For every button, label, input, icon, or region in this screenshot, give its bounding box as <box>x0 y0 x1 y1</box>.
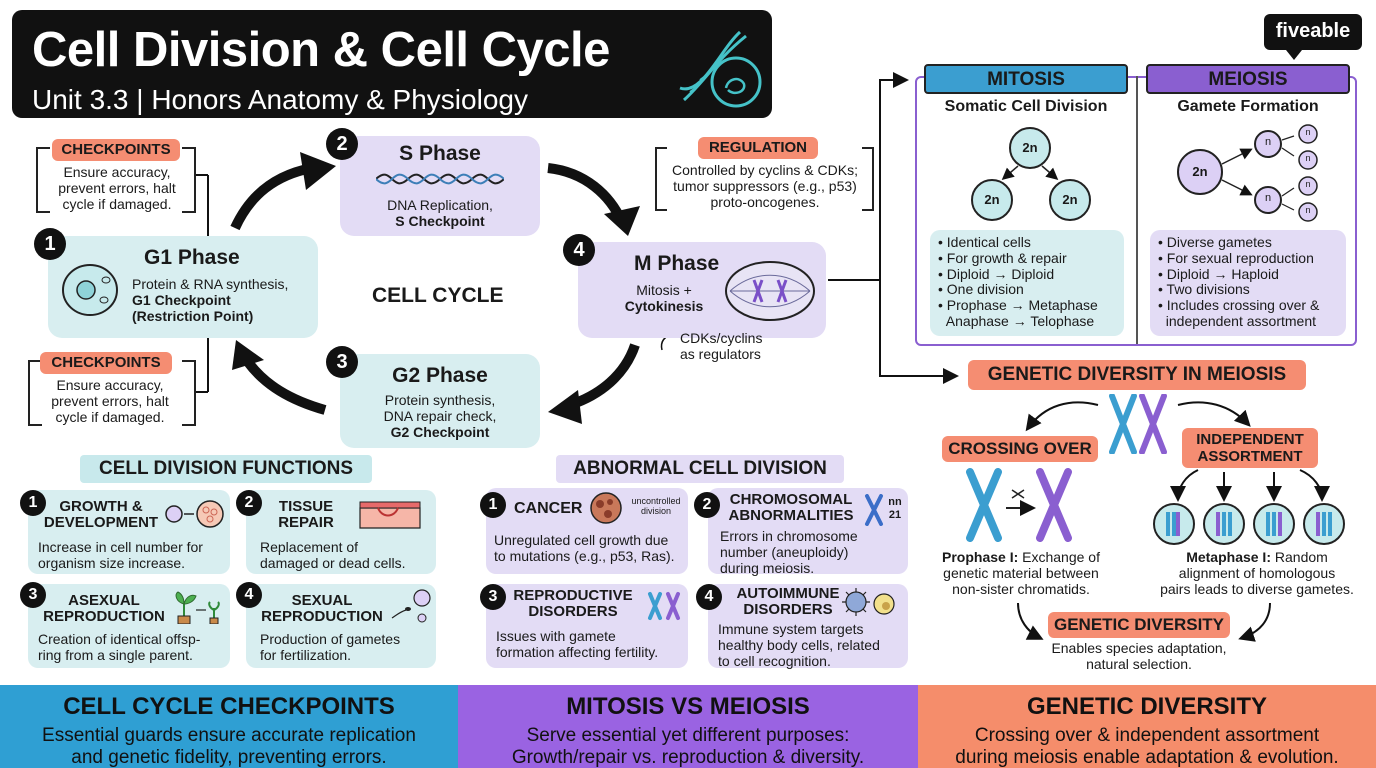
g1-title: G1 Phase <box>144 246 240 269</box>
title-banner: Cell Division & Cell Cycle Unit 3.3 | Ho… <box>12 10 772 118</box>
broken-chromosome-icon <box>648 592 680 620</box>
meiosis-tag: MEIOSIS <box>1146 64 1350 94</box>
checkpoints-text-bottom: Ensure accuracy, prevent errors, halt cy… <box>51 377 169 425</box>
function-number-2: 2 <box>236 490 262 516</box>
plant-icon <box>175 591 220 624</box>
genetic-diversity-text: Enables species adaptation, natural sele… <box>1051 640 1227 672</box>
diversity-tag: GENETIC DIVERSITY IN MEIOSIS <box>968 360 1306 390</box>
function-card-sexual: SEXUAL REPRODUCTION Production of gamete… <box>246 584 436 668</box>
cancer-cells-icon <box>590 492 622 524</box>
abnormal-heading: ABNORMAL CELL DIVISION <box>556 455 844 483</box>
m-number: 4 <box>563 234 595 266</box>
s-title: S Phase <box>399 142 481 165</box>
brand-logo: fiveable <box>1264 14 1362 60</box>
g2-phase-box: G2 Phase Protein synthesis, DNA repair c… <box>340 354 540 448</box>
g2-number: 3 <box>326 346 358 378</box>
sperm-egg-icon <box>391 589 431 623</box>
function-card-asexual: ASEXUAL REPRODUCTION Creation of identic… <box>28 584 230 668</box>
function-number-1: 1 <box>20 490 46 516</box>
chromosome-icon <box>865 494 883 526</box>
m-phase-box: M Phase Mitosis + Cytokinesis <box>578 242 826 338</box>
abnormal-number-3: 3 <box>480 584 506 610</box>
mitosis-list: • Identical cells • For growth & repair … <box>930 230 1124 336</box>
abnormal-card-autoimmune: AUTOIMMUNE DISORDERS Immune system targe… <box>708 584 908 669</box>
arrow-g1-to-s <box>230 163 314 231</box>
g1-number: 1 <box>34 228 66 260</box>
abnormal-number-4: 4 <box>696 584 722 610</box>
footer-checkpoints: CELL CYCLE CHECKPOINTS Essential guards … <box>0 685 458 768</box>
footer-mitosis-meiosis: MITOSIS VS MEIOSIS Serve essential yet d… <box>458 685 918 768</box>
dna-helix-icon <box>376 173 504 185</box>
abnormal-number-1: 1 <box>480 492 506 518</box>
mitosis-cells-diagram <box>971 127 1091 221</box>
function-card-growth: GROWTH & DEVELOPMENT Increase in cell nu… <box>28 490 230 574</box>
mitosis-tag: MITOSIS <box>924 64 1128 94</box>
meiosis-gamete-label-3: n <box>1305 127 1311 137</box>
meiosis-cells-diagram <box>1177 124 1318 222</box>
s-number: 2 <box>326 128 358 160</box>
mitosis-parent-label: 2n <box>1022 140 1038 155</box>
meiosis-gamete-label-1: n <box>1264 136 1272 148</box>
cell-growth-icon <box>165 500 224 528</box>
genetic-diversity-tag: GENETIC DIVERSITY <box>1048 612 1230 638</box>
meiosis-gamete-label-6: n <box>1305 205 1311 215</box>
meiosis-gamete-label-2: n <box>1264 192 1272 204</box>
dna-cell-icon <box>679 30 762 108</box>
m-title: M Phase <box>634 252 720 275</box>
checkpoints-tag-top: CHECKPOINTS <box>52 139 180 161</box>
m-regulator-note: CDKs/cyclins as regulators <box>680 330 763 362</box>
functions-heading: CELL DIVISION FUNCTIONS <box>80 455 372 483</box>
cell-cycle-label: CELL CYCLE <box>372 284 504 307</box>
regulation-tag: REGULATION <box>698 137 818 159</box>
crossing-over-icon <box>966 468 1072 542</box>
mitosis-subtitle: Somatic Cell Division <box>944 98 1108 115</box>
crossing-over-tag: CROSSING OVER <box>942 436 1098 462</box>
checkpoints-tag-bottom: CHECKPOINTS <box>40 352 172 374</box>
mitosis-child-label-1: 2n <box>984 192 1000 207</box>
meiosis-gamete-label-5: n <box>1305 179 1311 189</box>
g1-phase-box: G1 Phase Protein & RNA synthesis, G1 Che… <box>48 236 318 338</box>
arrow-m-to-g2 <box>568 343 640 410</box>
independent-assortment-text: Metaphase I: Random alignment of homolog… <box>1160 549 1354 597</box>
arrow-g2-to-g1 <box>243 358 327 415</box>
g2-title: G2 Phase <box>392 364 488 387</box>
immune-cell-icon <box>842 588 895 616</box>
page-subtitle: Unit 3.3 | Honors Anatomy & Physiology <box>32 84 528 115</box>
abnormal-card-reproductive: REPRODUCTIVE DISORDERS Issues with gamet… <box>486 584 688 668</box>
s-phase-box: S Phase DNA Replication, S Checkpoint <box>340 136 540 236</box>
page-title: Cell Division & Cell Cycle <box>32 23 610 77</box>
abnormal-number-2: 2 <box>694 492 720 518</box>
tissue-repair-icon <box>359 501 421 529</box>
abnormal-card-cancer: CANCER uncontrolled division Unregulated… <box>486 488 688 574</box>
meiosis-gamete-label-4: n <box>1305 153 1311 163</box>
function-number-3: 3 <box>20 582 46 608</box>
mitosis-child-label-2: 2n <box>1062 192 1078 207</box>
meiosis-list: • Diverse gametes • For sexual reproduct… <box>1150 230 1346 336</box>
footer-genetic-diversity: GENETIC DIVERSITY Crossing over & indepe… <box>918 685 1376 768</box>
abnormal-card-chromosomal: CHROMOSOMAL ABNORMALITIES nn 21 Errors i… <box>708 488 908 576</box>
regulation-text: Controlled by cyclins & CDKs; tumor supp… <box>672 162 858 210</box>
independent-assortment-tag: INDEPENDENT ASSORTMENT <box>1182 428 1318 468</box>
checkpoints-text-top: Ensure accuracy, prevent errors, halt cy… <box>58 164 176 212</box>
function-number-4: 4 <box>236 582 262 608</box>
mitosis-spindle-icon <box>725 261 815 321</box>
meiosis-parent-label: 2n <box>1192 164 1208 179</box>
cell-icon <box>62 264 118 316</box>
assortment-cells-icon <box>1153 503 1345 545</box>
crossing-over-text: Prophase I: Exchange of genetic material… <box>942 549 1100 597</box>
function-card-repair: TISSUE REPAIR Replacement of damaged or … <box>246 490 436 574</box>
meiosis-subtitle: Gamete Formation <box>1177 98 1319 115</box>
chromosome-pair-icon <box>1109 394 1167 454</box>
